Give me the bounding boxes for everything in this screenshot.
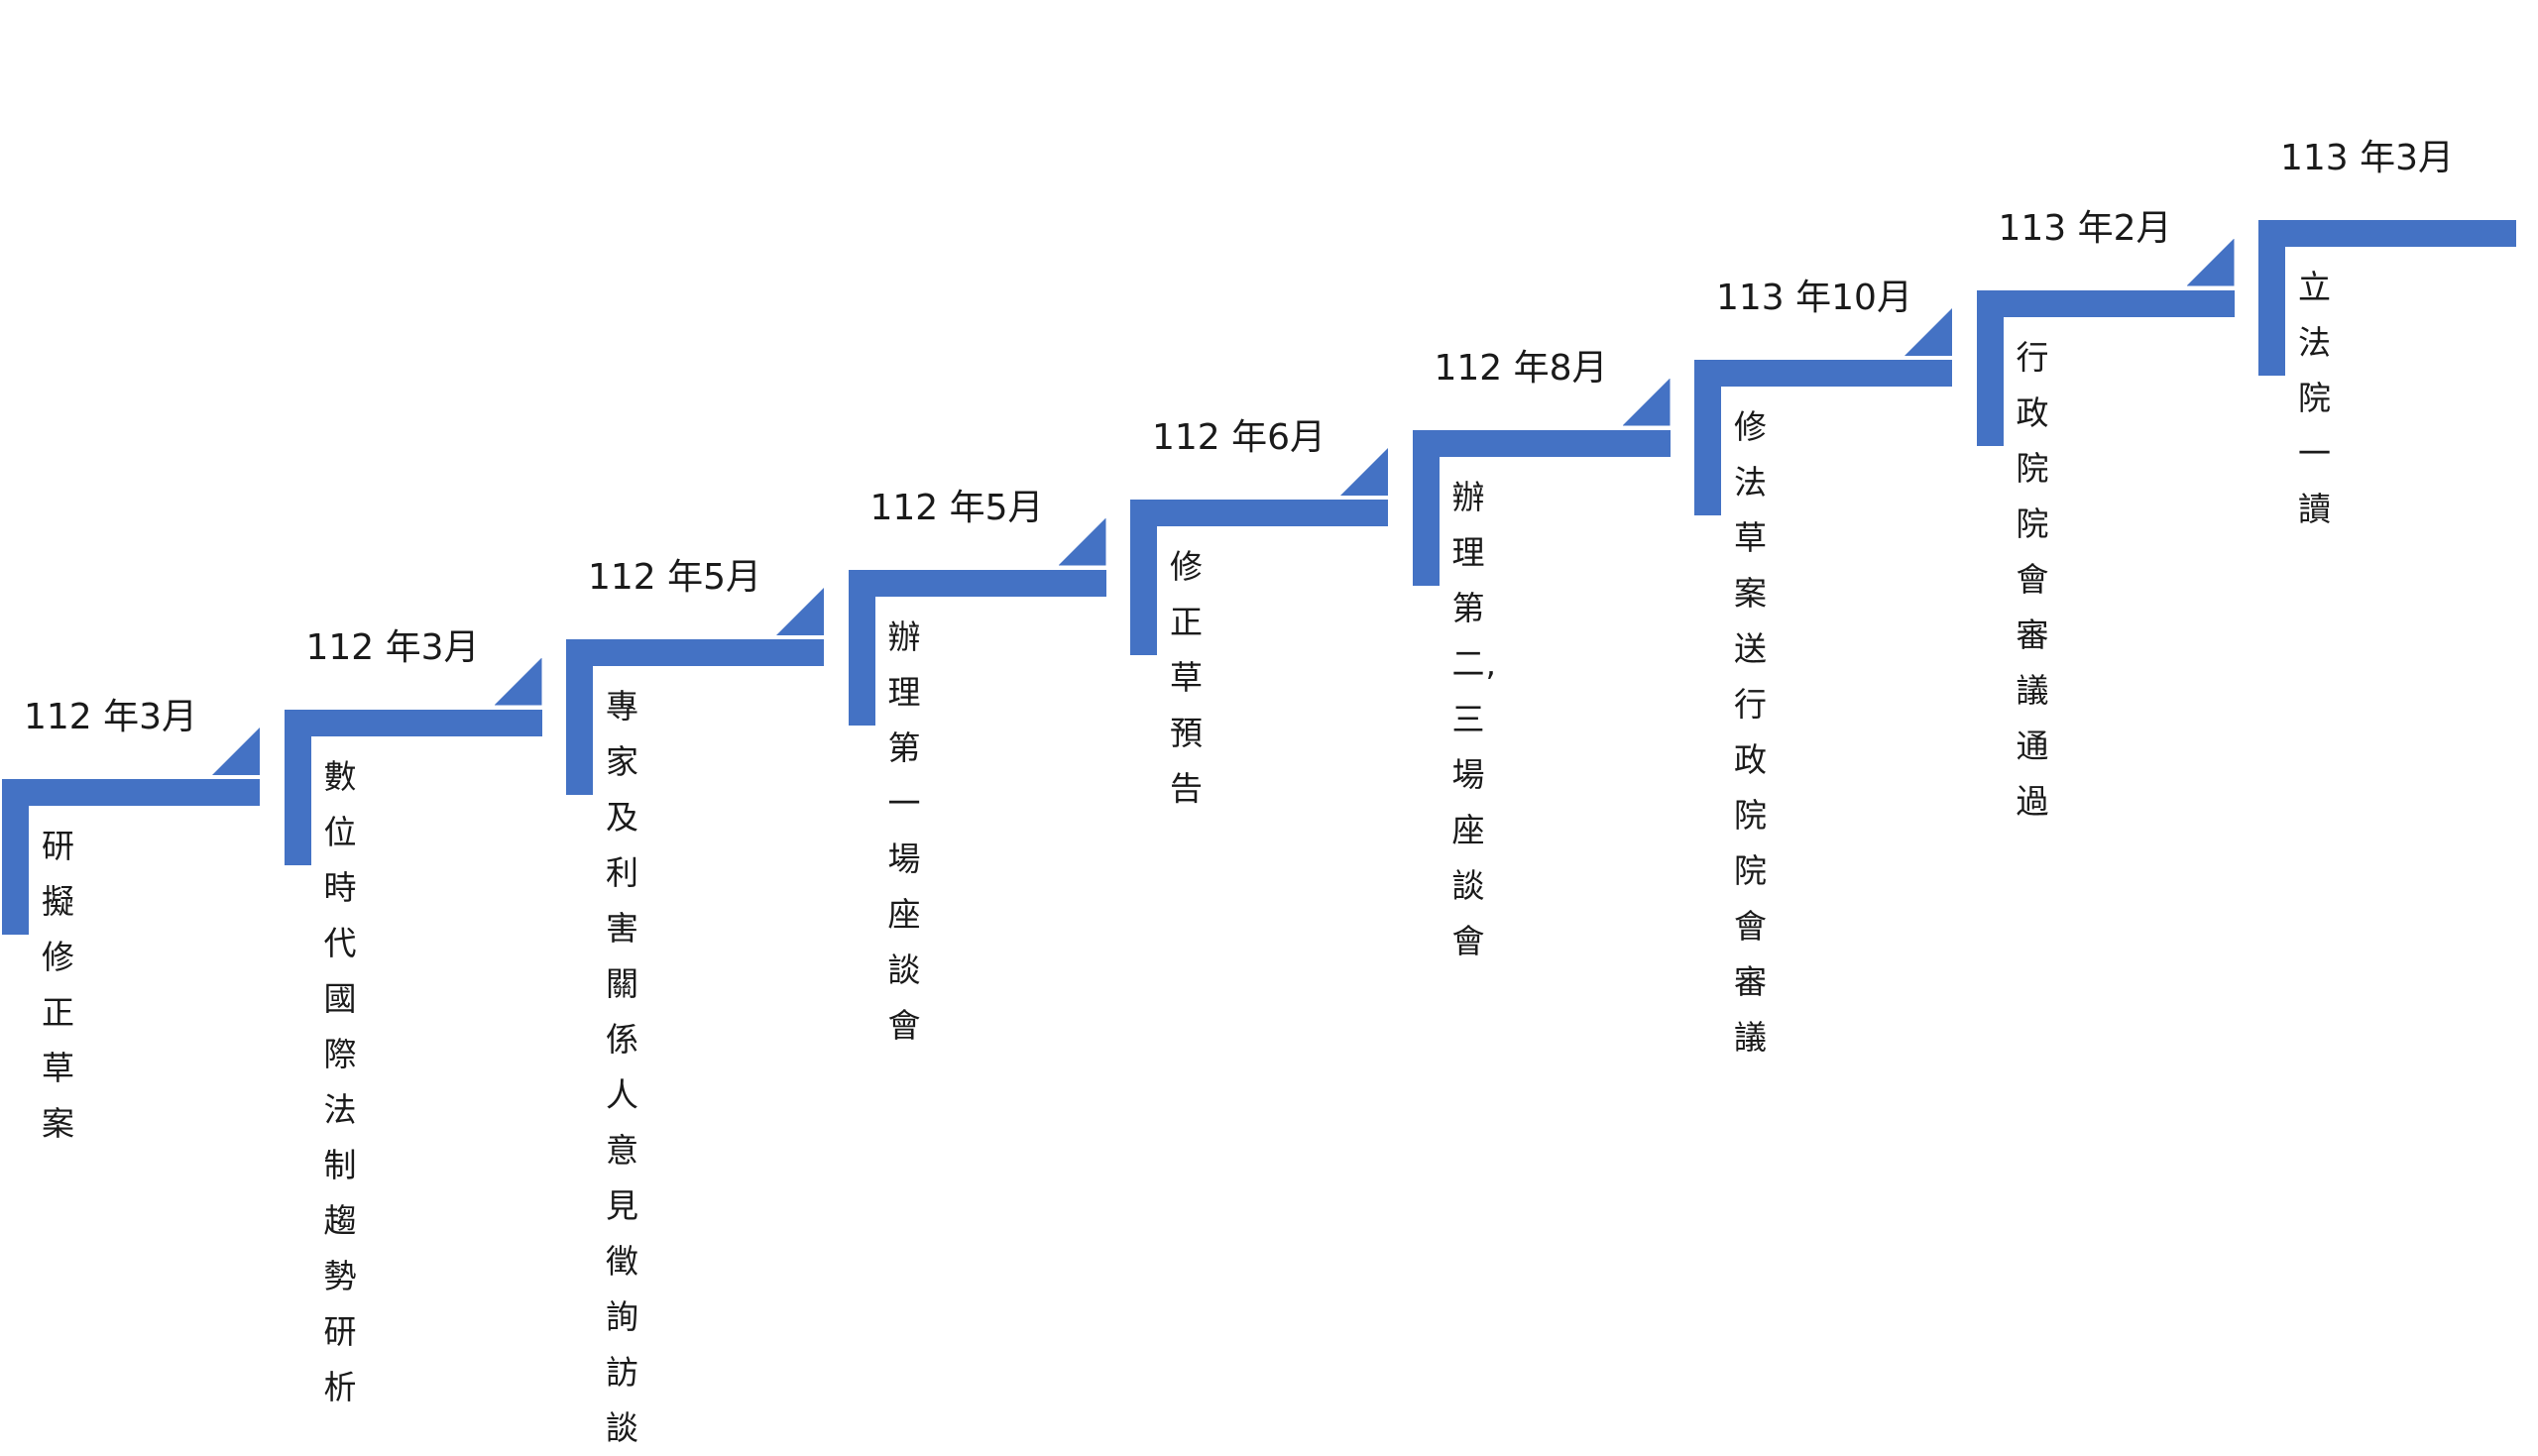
step-description: 辦理第一場座談會 <box>888 610 922 1054</box>
step-vertical-bar <box>1130 500 1157 655</box>
step-vertical-bar <box>2 779 29 935</box>
step-description: 行政院院會審議通過 <box>2017 330 2050 830</box>
step-description: 專家及利害關係人意見徵詢訪談 <box>606 679 639 1456</box>
step-date: 112 年6月 <box>1152 417 1327 458</box>
timeline-diagram: 112 年3月研擬修正草案 112 年3月數位時代國際法制趨勢研析 112 年5月專… <box>2 138 2516 1447</box>
step-description-line: 研析 <box>323 1311 358 1406</box>
step-description: 修正草預告 <box>1170 539 1204 817</box>
step-description-line: 辦理第一場 <box>887 616 922 878</box>
step-description-line: 研擬修正草 <box>42 827 75 1087</box>
step-description-line: 立法院一讀 <box>2298 268 2332 528</box>
step-arrow-triangle <box>494 657 542 706</box>
step-vertical-bar <box>1412 429 1440 586</box>
step-horizontal-bar <box>284 709 542 736</box>
step-date: 112 年5月 <box>869 487 1044 528</box>
step-arrow-triangle <box>212 728 260 775</box>
step-description-line: 審議 <box>1734 962 1768 1057</box>
step-horizontal-bar <box>2 779 260 806</box>
step-description-line: 數位時代國 <box>323 756 358 1018</box>
step-description-line: 修正草預告 <box>1170 547 1204 808</box>
step-description-line: 場座談會 <box>1451 754 1486 960</box>
step-horizontal-bar <box>1694 360 1952 387</box>
step-description: 數位時代國際法制趨勢研析 <box>324 749 358 1415</box>
step-date: 113 年10月 <box>1716 278 1912 318</box>
step-arrow-triangle <box>1340 448 1388 496</box>
step-vertical-bar <box>1976 289 2004 446</box>
step-description-line: 審議通過 <box>2016 615 2050 821</box>
step-date: 113 年3月 <box>2280 138 2455 178</box>
step-description-line: 座談會 <box>887 894 922 1045</box>
step-description-line: 案 <box>42 1104 75 1143</box>
step-date: 112 年3月 <box>305 626 480 668</box>
step-horizontal-bar <box>1130 500 1388 526</box>
step-date: 112 年5月 <box>588 557 762 598</box>
step-arrow-triangle <box>2186 238 2235 286</box>
step-date: 113 年2月 <box>1998 207 2172 249</box>
step-vertical-bar <box>1694 360 1721 515</box>
step-description: 修法草案送行政院院會審議 <box>1734 399 1768 1065</box>
step-horizontal-bar <box>1412 429 1671 457</box>
step-description: 研擬修正草案 <box>42 819 75 1152</box>
step-description: 辦理第二, 三場座談會 <box>1452 470 1498 969</box>
step-vertical-bar <box>566 639 593 795</box>
step-date: 112 年3月 <box>24 697 198 737</box>
step-date: 112 年8月 <box>1434 347 1608 389</box>
step-vertical-bar <box>284 709 311 865</box>
step-arrow-triangle <box>1058 517 1106 566</box>
step-description-line: 專家及利害 <box>606 687 639 948</box>
step-description-line: 徵詢訪談 <box>606 1242 639 1447</box>
step-horizontal-bar <box>2258 220 2516 247</box>
step-vertical-bar <box>848 569 875 726</box>
step-description-line: 際法制趨勢 <box>323 1034 358 1295</box>
step-description-line: 辦理第二, 三 <box>1451 477 1497 738</box>
step-description-line: 行政院院會 <box>1734 685 1768 946</box>
step-description-line: 行政院院會 <box>2016 337 2050 599</box>
step-vertical-bar <box>2258 220 2285 376</box>
step-description-line: 修法草案送 <box>1734 407 1768 668</box>
step-horizontal-bar <box>1976 289 2235 317</box>
step-arrow-triangle <box>1622 378 1671 426</box>
step-horizontal-bar <box>566 639 824 666</box>
step-description-line: 關係人意見 <box>606 964 639 1225</box>
step-horizontal-bar <box>848 569 1106 597</box>
step-description: 立法院一讀 <box>2298 260 2332 537</box>
step-arrow-triangle <box>776 588 824 635</box>
